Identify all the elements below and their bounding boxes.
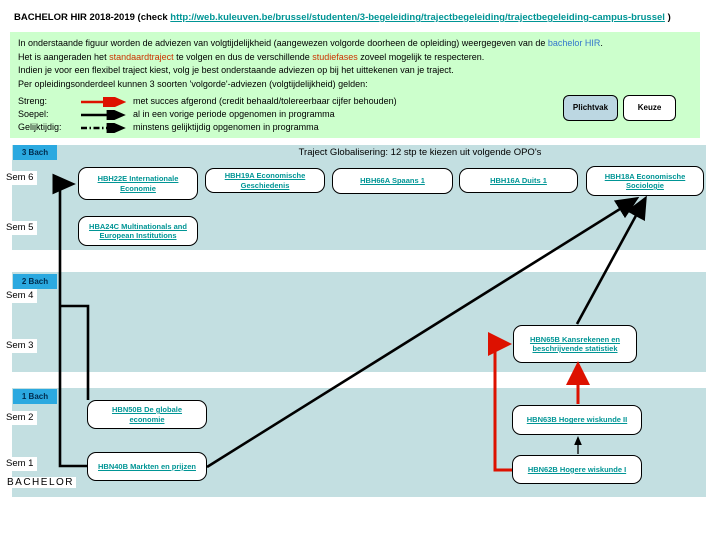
standaardtraject-emphasis: standaardtraject: [109, 51, 174, 62]
studiefases-emphasis: studiefases: [312, 51, 358, 62]
course-hbn40b-link[interactable]: HBN40B Markten en prijzen: [87, 452, 207, 481]
course-hbn65b-link[interactable]: HBN65B Kansrekenen en beschrijvende stat…: [513, 325, 637, 363]
legend-row-streng: Streng: met succes afgerond (credit beha…: [18, 95, 397, 107]
legend-row-gelijktijdig: Gelijktijdig: minstens gelijktijdig opge…: [18, 121, 319, 133]
gelijktijdig-arrow-icon: [81, 122, 126, 133]
legend: Streng: met succes afgerond (credit beha…: [18, 95, 692, 134]
soepel-arrow-icon: [81, 109, 126, 120]
phase-label-3bach: 3 Bach: [13, 145, 57, 160]
intro-panel: In onderstaande figuur worden de advieze…: [10, 32, 700, 138]
traject-title: Traject Globalisering: 12 stp te kiezen …: [298, 147, 542, 158]
page-title: BACHELOR HIR 2018-2019 (check http://web…: [14, 12, 671, 23]
legend-row-soepel: Soepel: al in een vorige periode opgenom…: [18, 108, 335, 120]
sem-label-6: Sem 6: [4, 171, 38, 185]
sem-label-3: Sem 3: [4, 339, 38, 353]
course-hbh22e-link[interactable]: HBH22E Internationale Economie: [78, 167, 198, 200]
bachelor-label: BACHELOR: [5, 477, 77, 488]
sem-label-5: Sem 5: [4, 221, 38, 235]
intro-line-2: Het is aangeraden het standaardtraject t…: [18, 51, 485, 62]
phase-label-2bach: 2 Bach: [13, 274, 57, 289]
intro-line-1: In onderstaande figuur worden de advieze…: [18, 38, 603, 48]
course-hbh19a-link[interactable]: HBH19A Economische Geschiedenis: [205, 168, 325, 193]
course-hbn50b-link[interactable]: HBN50B De globale economie: [87, 400, 207, 429]
sem-label-1: Sem 1: [4, 457, 38, 471]
plichtvak-key: Plichtvak: [563, 95, 618, 121]
course-hba24c-link[interactable]: HBA24C Multinationals and European Insti…: [78, 216, 198, 246]
keuze-key: Keuze: [623, 95, 676, 121]
page-title-suffix: ): [664, 12, 671, 23]
intro-line-4: Per opleidingsonderdeel kunnen 3 soorten…: [18, 78, 368, 89]
sem-label-2: Sem 2: [4, 411, 38, 425]
course-hbh18a-link[interactable]: HBH18A Economische Sociologie: [586, 166, 704, 196]
course-hbn63b-link[interactable]: HBN63B Hogere wiskunde II: [512, 405, 642, 435]
streng-arrow-icon: [81, 96, 127, 107]
intro-line-3: Indien je voor een flexibel traject kies…: [18, 65, 454, 75]
bachelor-hir-link[interactable]: bachelor HIR: [547, 38, 601, 48]
check-url-link[interactable]: http://web.kuleuven.be/brussel/studenten…: [170, 12, 665, 23]
course-hbh16a-link[interactable]: HBH16A Duits 1: [459, 168, 578, 193]
page-title-text: BACHELOR HIR 2018-2019 (check: [14, 12, 171, 23]
phase-label-1bach: 1 Bach: [13, 389, 57, 404]
course-hbh66a-link[interactable]: HBH66A Spaans 1: [332, 168, 453, 194]
sem-label-4: Sem 4: [4, 289, 38, 303]
course-hbn62b-link[interactable]: HBN62B Hogere wiskunde I: [512, 455, 642, 484]
